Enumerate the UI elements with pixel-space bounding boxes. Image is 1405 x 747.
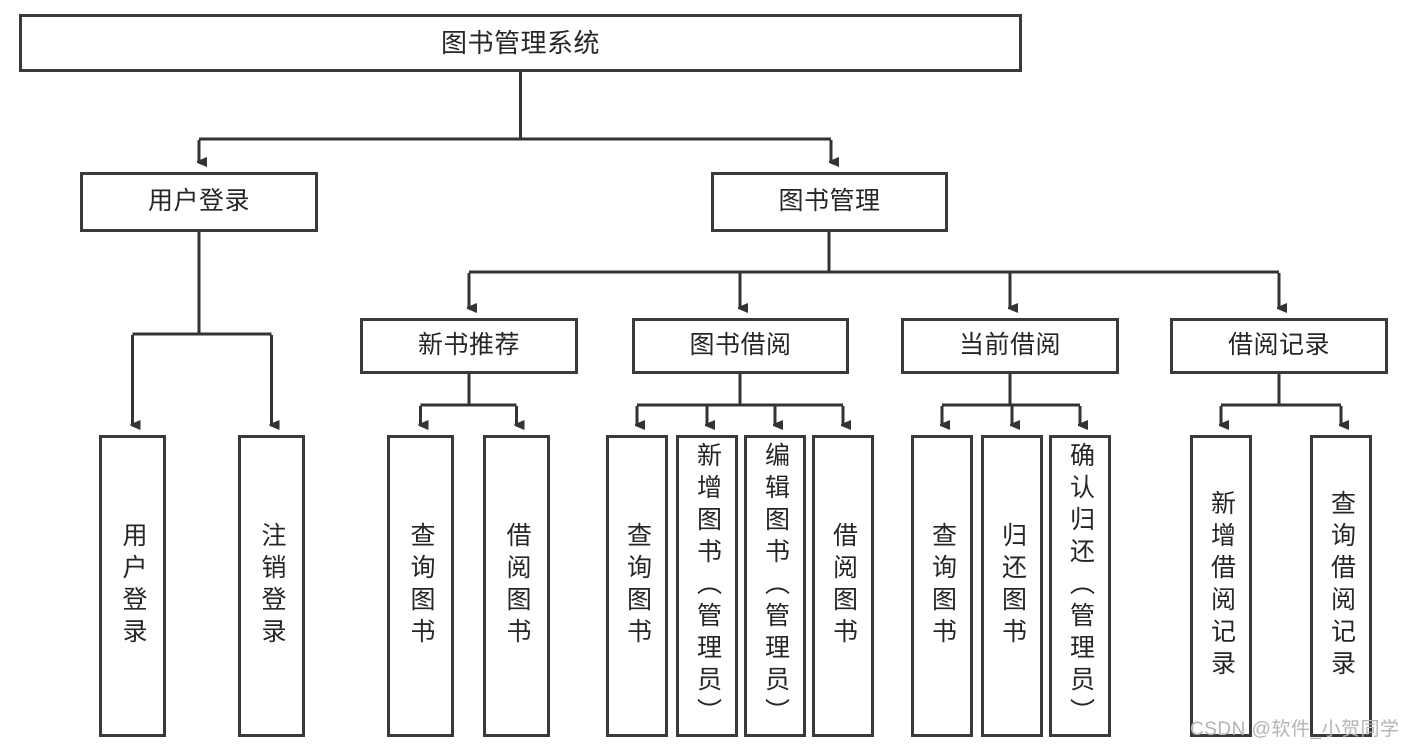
leaf-borrow-book[interactable]: 借阅图书 [812, 435, 874, 737]
leaf-return-book[interactable]: 归还图书 [981, 435, 1043, 737]
node-label: 借阅图书 [503, 522, 531, 650]
node-label: 图书管理系统 [440, 27, 600, 58]
leaf-confirm-return-admin[interactable]: 确认归还（管理员） [1049, 435, 1111, 737]
leaf-add-borrow-record[interactable]: 新增借阅记录 [1190, 435, 1252, 737]
node-label: 查询图书 [623, 522, 652, 650]
leaf-borrow-book-recommend[interactable]: 借阅图书 [483, 435, 550, 737]
node-label: 借阅图书 [829, 522, 858, 650]
node-label: 图书管理 [778, 187, 881, 216]
node-label: 编辑图书（管理员） [761, 442, 790, 730]
node-label: 新书推荐 [417, 331, 520, 360]
leaf-user-login[interactable]: 用户登录 [99, 435, 166, 737]
node-label: 当前借阅 [958, 331, 1061, 360]
node-label: 查询图书 [407, 522, 435, 650]
node-current-borrow[interactable]: 当前借阅 [901, 318, 1119, 374]
node-label: 图书借阅 [689, 331, 792, 360]
leaf-edit-book-admin[interactable]: 编辑图书（管理员） [744, 435, 806, 737]
node-label: 归还图书 [998, 522, 1027, 650]
csdn-watermark: CSDN @软件_小贺同学 [1190, 719, 1400, 740]
node-new-book-recommend[interactable]: 新书推荐 [360, 318, 578, 374]
leaf-logout-login[interactable]: 注销登录 [238, 435, 305, 737]
node-label: 查询借阅记录 [1327, 490, 1356, 682]
node-label: 新增借阅记录 [1207, 490, 1236, 682]
leaf-add-book-admin[interactable]: 新增图书（管理员） [676, 435, 738, 737]
node-label: 用户登录 [119, 522, 147, 650]
leaf-query-book-recommend[interactable]: 查询图书 [387, 435, 454, 737]
node-label: 查询图书 [928, 522, 957, 650]
leaf-query-borrow-record[interactable]: 查询借阅记录 [1310, 435, 1372, 737]
leaf-query-book-borrow[interactable]: 查询图书 [606, 435, 668, 737]
node-label: 确认归还（管理员） [1066, 442, 1095, 730]
node-user-login[interactable]: 用户登录 [80, 172, 318, 232]
node-label: 注销登录 [258, 522, 286, 650]
node-book-borrow[interactable]: 图书借阅 [632, 318, 849, 374]
node-borrow-record[interactable]: 借阅记录 [1170, 318, 1388, 374]
node-label: 借阅记录 [1227, 331, 1330, 360]
node-label: 用户登录 [147, 187, 250, 216]
node-label: 新增图书（管理员） [693, 442, 722, 730]
leaf-query-book-current[interactable]: 查询图书 [911, 435, 973, 737]
node-book-management[interactable]: 图书管理 [711, 172, 948, 232]
node-root-system[interactable]: 图书管理系统 [19, 14, 1022, 72]
